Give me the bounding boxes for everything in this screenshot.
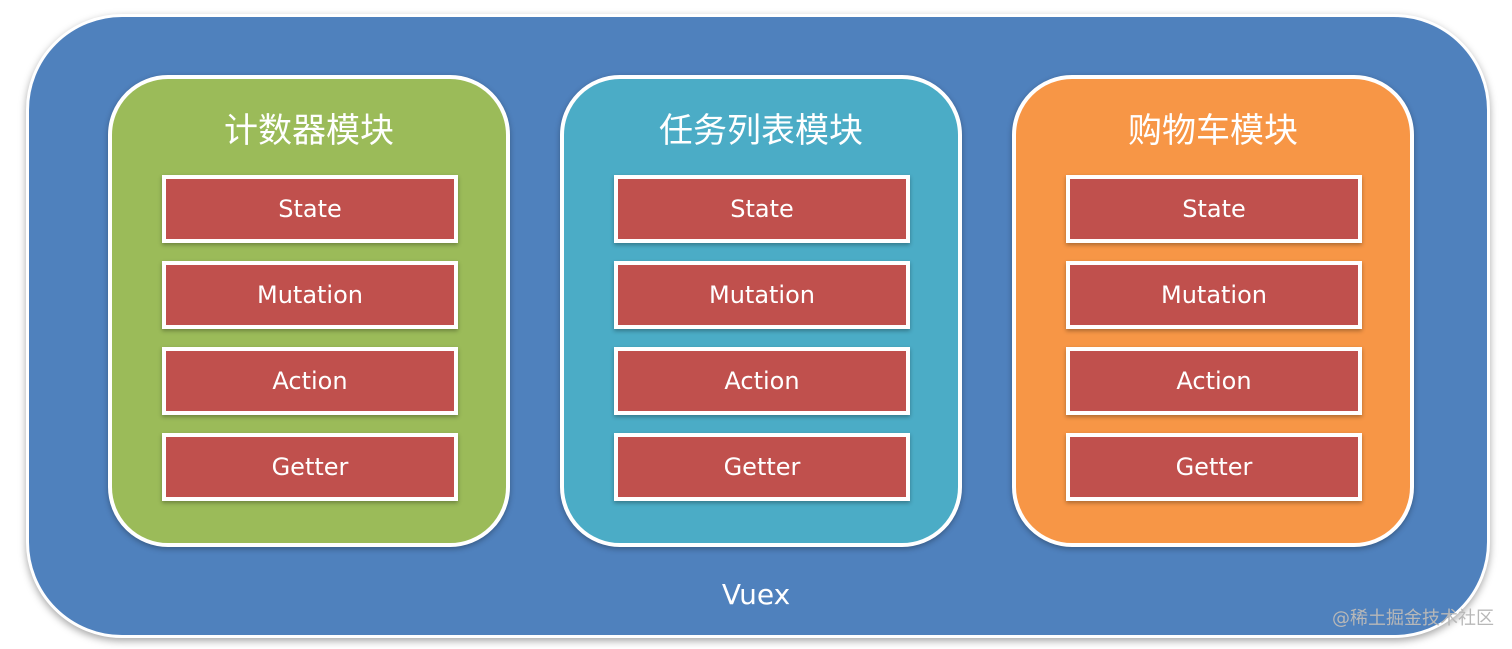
module-part-action: Action (1066, 347, 1362, 415)
module-part-state: State (162, 175, 458, 243)
module-part-getter: Getter (162, 433, 458, 501)
module-title: 任务列表模块 (659, 111, 863, 151)
module-part-action: Action (614, 347, 910, 415)
module-part-getter: Getter (1066, 433, 1362, 501)
module-part-action: Action (162, 347, 458, 415)
module-title: 计数器模块 (224, 111, 394, 151)
module-part-mutation: Mutation (614, 261, 910, 329)
module-part-mutation: Mutation (162, 261, 458, 329)
vuex-label: Vuex (721, 578, 791, 611)
module-counter: 计数器模块 State Mutation Action Getter (108, 75, 510, 547)
module-shopping-cart: 购物车模块 State Mutation Action Getter (1012, 75, 1414, 547)
module-task-list: 任务列表模块 State Mutation Action Getter (560, 75, 962, 547)
module-part-state: State (1066, 175, 1362, 243)
module-part-mutation: Mutation (1066, 261, 1362, 329)
module-part-getter: Getter (614, 433, 910, 501)
module-title: 购物车模块 (1128, 111, 1298, 151)
module-part-state: State (614, 175, 910, 243)
watermark: @稀土掘金技术社区 (1332, 608, 1494, 629)
